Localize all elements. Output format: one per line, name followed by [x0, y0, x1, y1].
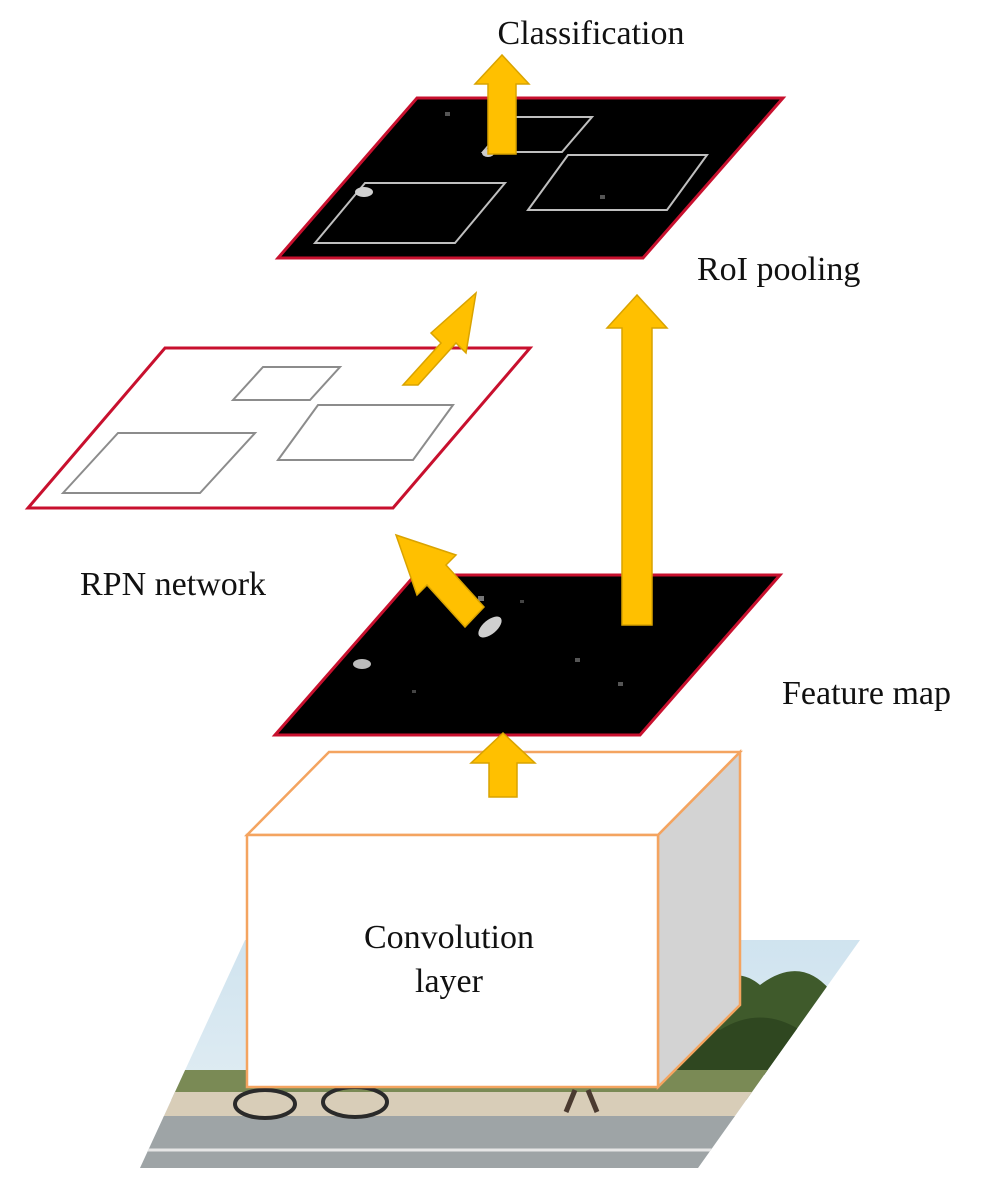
roi-pooling-plane — [274, 96, 787, 260]
roi-box — [312, 182, 508, 244]
rpn-network-plane — [24, 346, 534, 510]
convolution-layer-box: Convolution layer — [244, 748, 743, 1091]
convolution-label-line1: Convolution — [364, 919, 534, 956]
feature-map-plane — [271, 573, 784, 737]
proposal-box — [230, 366, 343, 401]
arrow-feature-to-rpn — [394, 533, 486, 629]
arrow-conv-to-feature — [469, 731, 537, 798]
rpn-network-label: RPN network — [80, 566, 266, 603]
proposal-box — [60, 432, 258, 494]
arrow-roi-to-classification — [473, 53, 531, 155]
arrow-feature-to-roi — [605, 293, 669, 626]
feature-map-label: Feature map — [782, 675, 951, 712]
roi-pooling-label: RoI pooling — [697, 251, 860, 288]
classification-label: Classification — [498, 15, 685, 52]
proposal-box — [276, 404, 455, 461]
roi-box — [526, 154, 709, 211]
arrow-rpn-to-roi — [401, 291, 478, 386]
convolution-label-line2: layer — [415, 963, 484, 1000]
